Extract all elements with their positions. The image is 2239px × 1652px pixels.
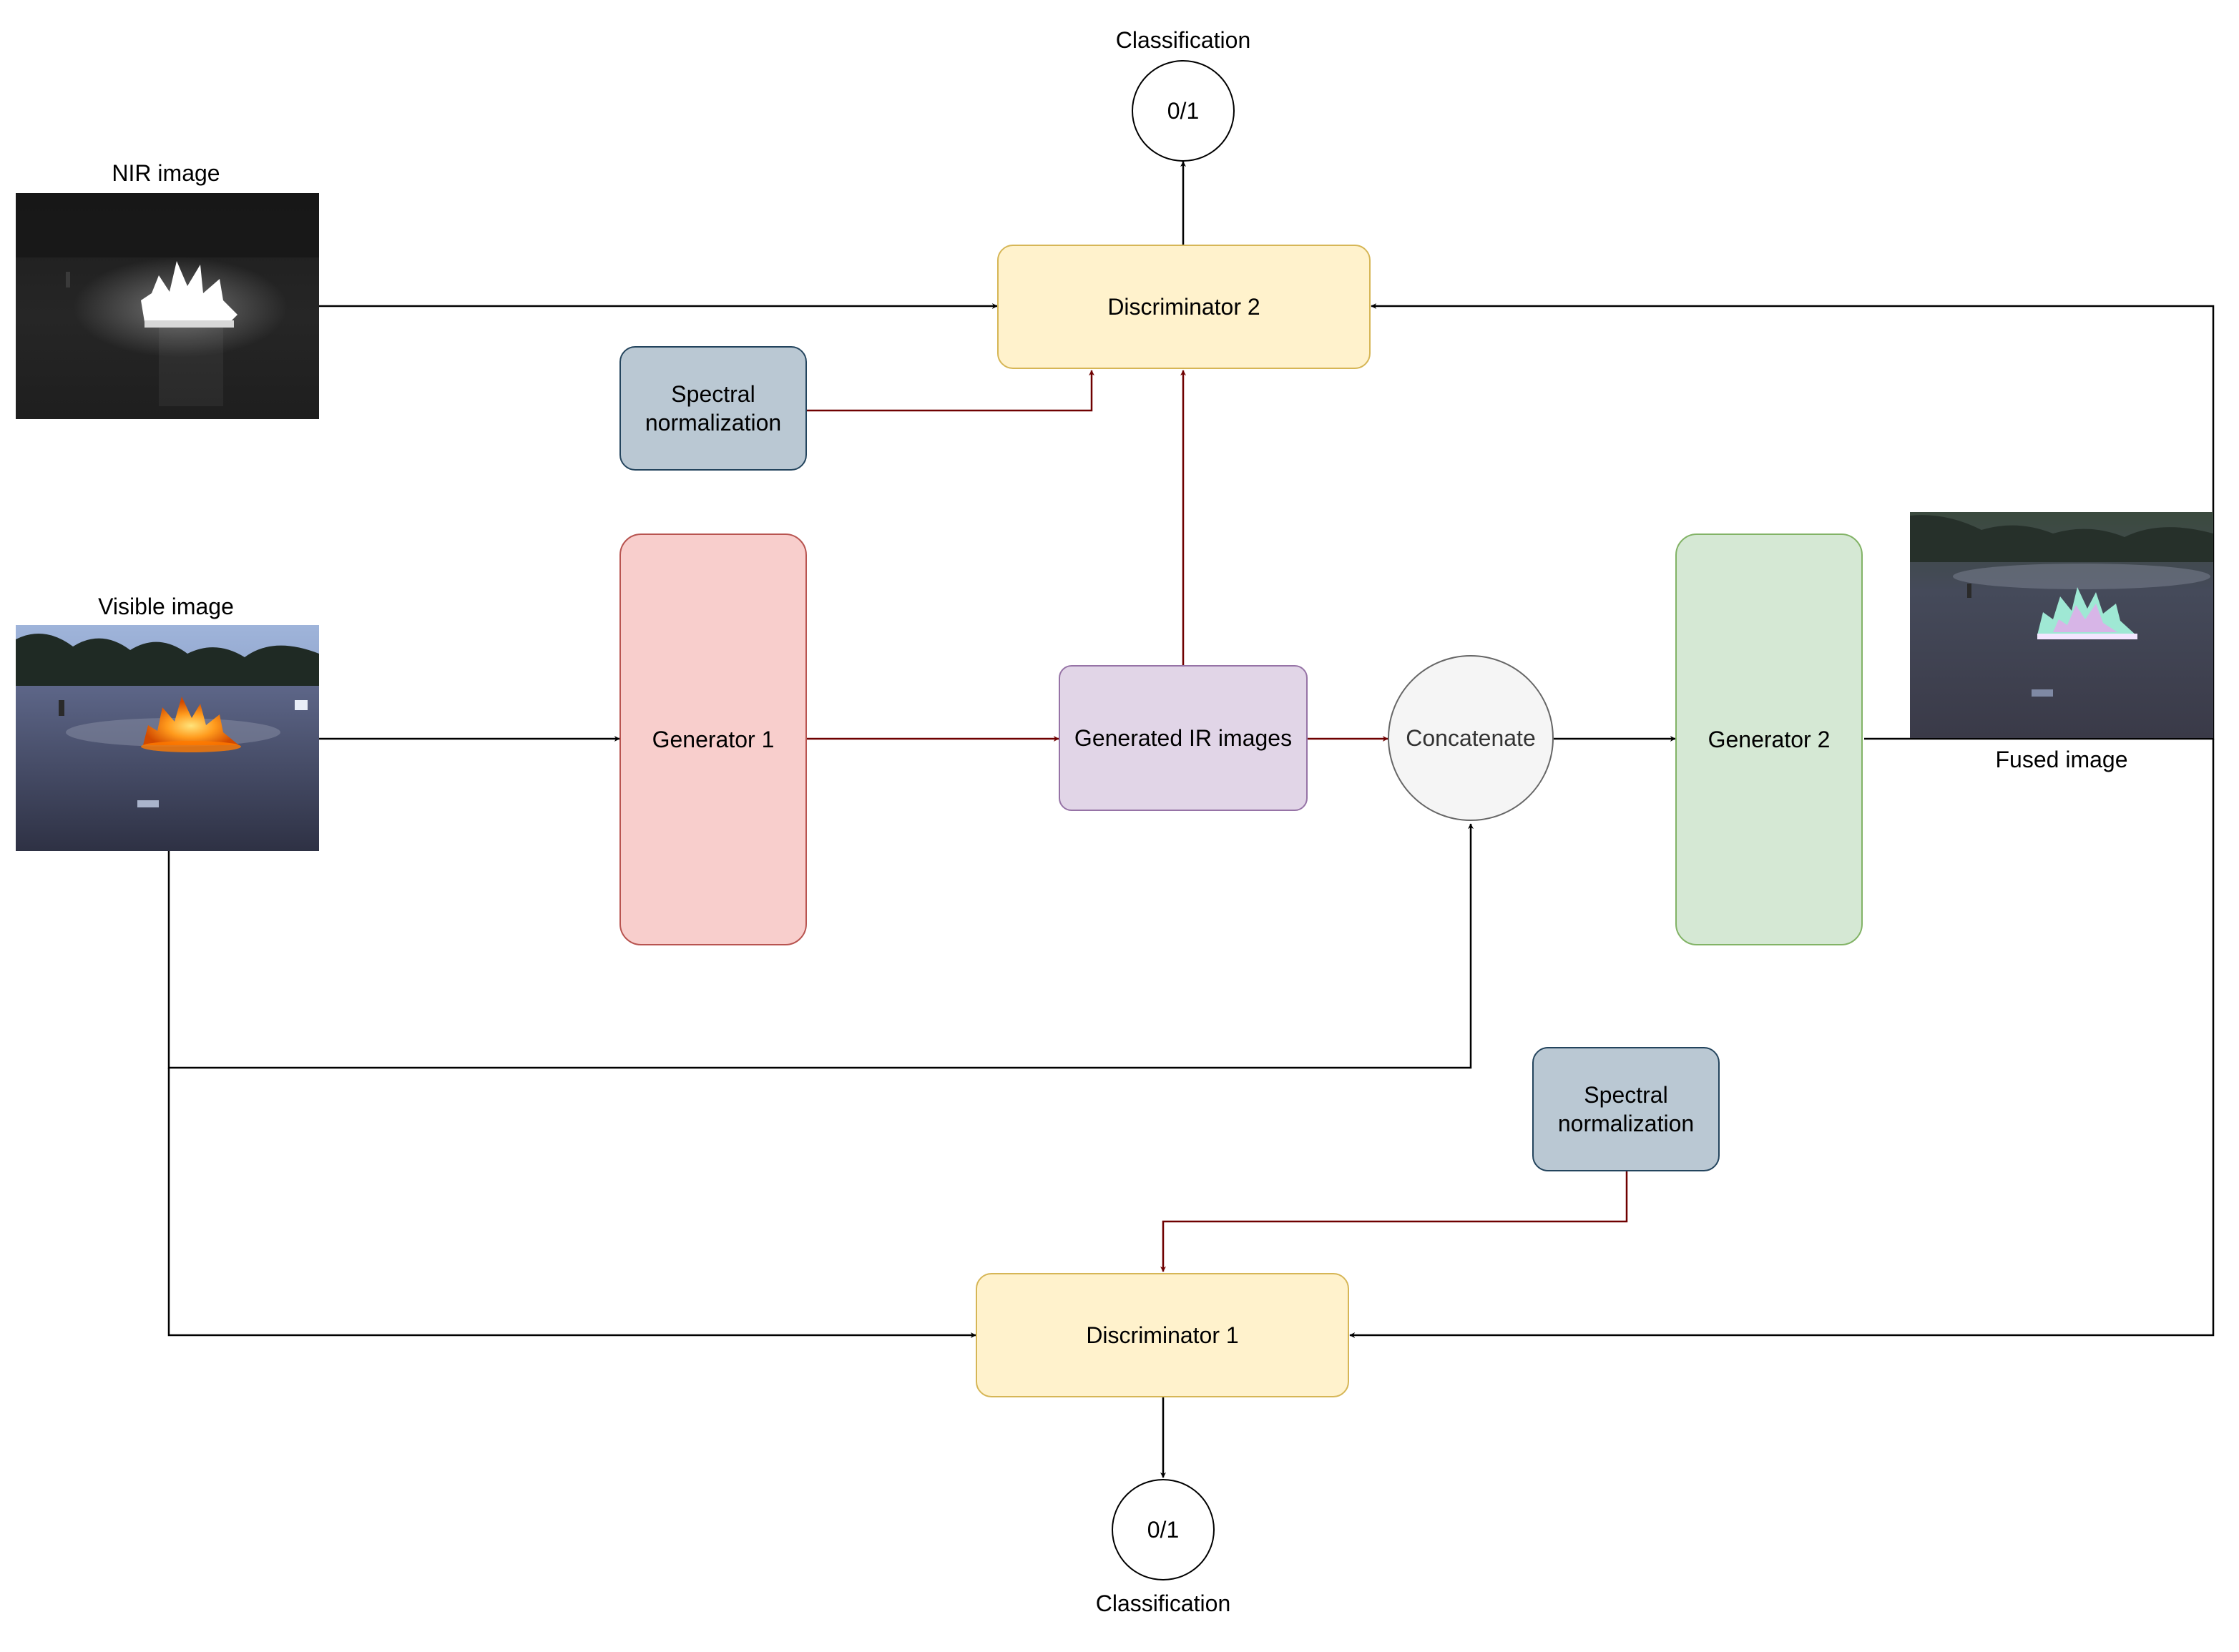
concatenate-label: Concatenate bbox=[1406, 725, 1536, 751]
classification-top-value: 0/1 bbox=[1167, 98, 1200, 124]
fused-image-label: Fused image bbox=[1995, 747, 2128, 772]
classification-bottom-value: 0/1 bbox=[1147, 1517, 1180, 1543]
generator-1: Generator 1 bbox=[619, 534, 807, 945]
edge-spectral-top-to-disc2 bbox=[807, 370, 1094, 412]
generated-ir-images-label: Generated IR images bbox=[1074, 725, 1293, 751]
classification-bottom-label: Classification bbox=[1095, 1590, 1231, 1616]
generated-ir-images: Generated IR images bbox=[1059, 665, 1308, 811]
visible-image bbox=[16, 625, 319, 851]
visible-image-label: Visible image bbox=[98, 594, 234, 619]
nir-image-label: NIR image bbox=[112, 160, 220, 186]
spectral-normalization-top-label: Spectral normalization bbox=[645, 381, 782, 436]
discriminator-1-label: Discriminator 1 bbox=[1086, 1322, 1239, 1348]
generator-2-label: Generator 2 bbox=[1708, 727, 1831, 752]
discriminator-1: Discriminator 1 bbox=[976, 1273, 1349, 1397]
edge-fused-to-disc1 bbox=[1349, 739, 2215, 1338]
fused-image bbox=[1910, 512, 2213, 738]
classification-top-label: Classification bbox=[1115, 27, 1251, 53]
discriminator-2-label: Discriminator 2 bbox=[1107, 294, 1260, 320]
classification-bottom-node: 0/1 bbox=[1112, 1479, 1215, 1580]
spectral-normalization-top: Spectral normalization bbox=[619, 346, 807, 471]
spectral-normalization-bottom: Spectral normalization bbox=[1532, 1047, 1720, 1171]
spectral-normalization-bottom-label: Spectral normalization bbox=[1557, 1082, 1695, 1136]
classification-top-node: 0/1 bbox=[1132, 60, 1235, 162]
nir-image bbox=[16, 193, 319, 419]
edge-visible-to-disc1 bbox=[167, 1068, 976, 1338]
edge-visible-to-concat bbox=[167, 823, 1474, 1069]
edge-fused-to-disc2 bbox=[1371, 303, 2215, 740]
generator-1-label: Generator 1 bbox=[652, 727, 775, 752]
edge-spectral-bottom-to-disc1 bbox=[1160, 1171, 1628, 1272]
concatenate-node: Concatenate bbox=[1388, 655, 1554, 821]
discriminator-2: Discriminator 2 bbox=[997, 245, 1371, 369]
generator-2: Generator 2 bbox=[1675, 534, 1863, 945]
